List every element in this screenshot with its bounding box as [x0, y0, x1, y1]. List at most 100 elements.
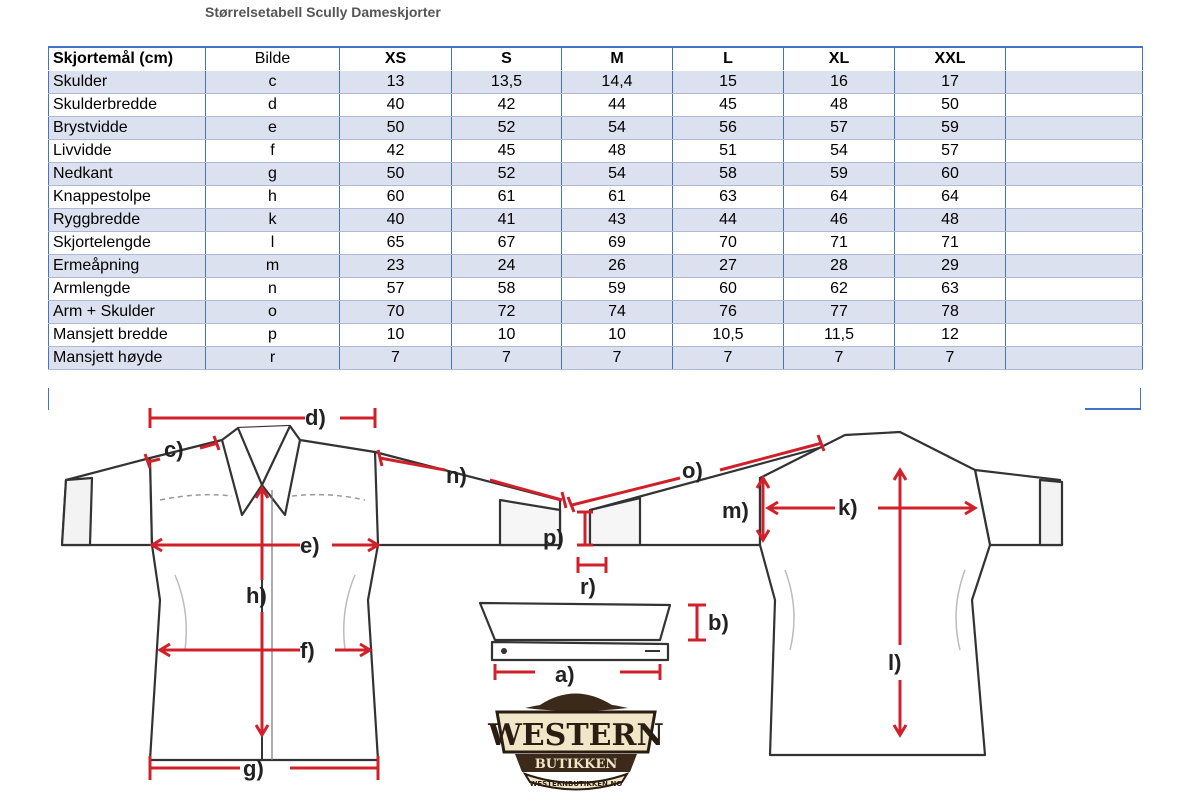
logo-line3: WESTERNBUTIKKEN.NO — [530, 780, 623, 788]
diagram-letter: d — [205, 93, 340, 117]
western-butikken-logo: WESTERN BUTIKKEN WESTERNBUTIKKEN.NO — [487, 693, 664, 791]
table-cell: 60 — [672, 277, 784, 301]
measurement-name: Nedkant — [48, 162, 206, 186]
table-cell: 41 — [451, 208, 562, 232]
table-cell: 46 — [783, 208, 895, 232]
table-tail — [48, 388, 1143, 410]
table-cell: 26 — [561, 254, 673, 278]
table-cell: 54 — [561, 162, 673, 186]
diagram-letter: r — [205, 346, 340, 370]
label-d: d) — [305, 405, 326, 430]
table-cell: 58 — [451, 277, 562, 301]
table-cell — [1005, 300, 1143, 324]
table-cell — [1005, 70, 1143, 94]
table-cell: 44 — [672, 208, 784, 232]
table-cell: 76 — [672, 300, 784, 324]
table-cell: 74 — [561, 300, 673, 324]
label-f: f) — [300, 638, 315, 663]
table-cell — [1005, 323, 1143, 347]
column-header — [1005, 46, 1143, 71]
diagram-letter: e — [205, 116, 340, 140]
table-cell: 57 — [894, 139, 1006, 163]
label-g: g) — [243, 756, 264, 781]
measurement-name: Mansjett bredde — [48, 323, 206, 347]
diagram-letter: l — [205, 231, 340, 255]
measurement-name: Arm + Skulder — [48, 300, 206, 324]
table-cell: 50 — [339, 116, 452, 140]
label-p: p) — [543, 525, 564, 550]
measurement-name: Ermeåpning — [48, 254, 206, 278]
label-h: h) — [246, 583, 267, 608]
table-cell: 64 — [783, 185, 895, 209]
table-cell: 57 — [339, 277, 452, 301]
table-cell: 70 — [339, 300, 452, 324]
table-cell: 63 — [672, 185, 784, 209]
table-cell: 69 — [561, 231, 673, 255]
table-cell — [1005, 208, 1143, 232]
hat-icon — [540, 693, 612, 705]
measurement-name: Ryggbredde — [48, 208, 206, 232]
table-cell: 7 — [783, 346, 895, 370]
table-cell: 10 — [339, 323, 452, 347]
table-cell: 40 — [339, 208, 452, 232]
table-cell: 56 — [672, 116, 784, 140]
column-header: XS — [339, 46, 452, 71]
table-cell: 12 — [894, 323, 1006, 347]
table-cell: 17 — [894, 70, 1006, 94]
table-cell: 50 — [339, 162, 452, 186]
table-cell — [1005, 162, 1143, 186]
table-cell: 48 — [561, 139, 673, 163]
page-title: Størrelsetabell Scully Dameskjorter — [205, 4, 441, 20]
diagram-letter: p — [205, 323, 340, 347]
table-cell: 50 — [894, 93, 1006, 117]
table-cell: 15 — [672, 70, 784, 94]
column-header: S — [451, 46, 562, 71]
label-m: m) — [722, 498, 749, 523]
table-cell: 51 — [672, 139, 784, 163]
measurement-lines — [143, 408, 978, 780]
measurement-name: Knappestolpe — [48, 185, 206, 209]
label-r: r) — [580, 574, 596, 599]
diagram-letter: g — [205, 162, 340, 186]
table-cell — [1005, 231, 1143, 255]
table-cell: 60 — [894, 162, 1006, 186]
table-cell: 13,5 — [451, 70, 562, 94]
table-cell: 24 — [451, 254, 562, 278]
table-cell: 71 — [894, 231, 1006, 255]
diagram-letter: k — [205, 208, 340, 232]
table-cell: 10,5 — [672, 323, 784, 347]
measurement-name: Livvidde — [48, 139, 206, 163]
diagram-letter: m — [205, 254, 340, 278]
label-l: l) — [888, 650, 901, 675]
table-cell: 60 — [339, 185, 452, 209]
table-cell: 59 — [783, 162, 895, 186]
column-header: XL — [783, 46, 895, 71]
measurement-name: Skulderbredde — [48, 93, 206, 117]
table-cell: 16 — [783, 70, 895, 94]
table-cell: 77 — [783, 300, 895, 324]
table-cell: 43 — [561, 208, 673, 232]
table-cell: 7 — [894, 346, 1006, 370]
diagram-letter: c — [205, 70, 340, 94]
table-cell: 70 — [672, 231, 784, 255]
table-cell: 7 — [672, 346, 784, 370]
diagram-letter: o — [205, 300, 340, 324]
table-cell: 45 — [672, 93, 784, 117]
table-cell: 52 — [451, 116, 562, 140]
measurement-labels: d) c) n) o) e) h) f) g) p) r) m) k) l) b… — [164, 405, 901, 781]
label-b: b) — [708, 610, 729, 635]
table-cell — [1005, 254, 1143, 278]
table-cell: 52 — [451, 162, 562, 186]
table-cell: 78 — [894, 300, 1006, 324]
table-cell: 27 — [672, 254, 784, 278]
diagram-letter: n — [205, 277, 340, 301]
table-cell: 61 — [451, 185, 562, 209]
